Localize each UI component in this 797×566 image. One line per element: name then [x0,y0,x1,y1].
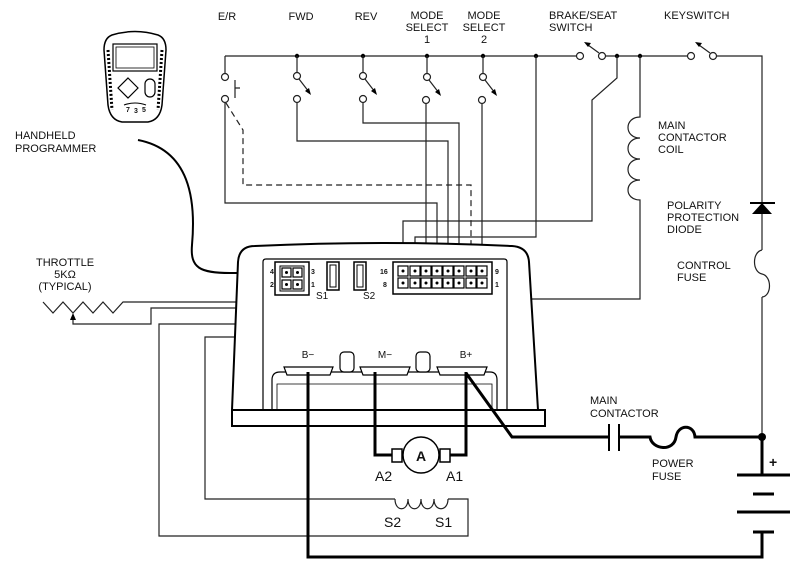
m-minus-terminal [359,366,411,376]
b-minus-label: B− [302,350,315,361]
battery: + [737,454,790,534]
m-minus-label: M− [378,350,392,361]
svg-text:2: 2 [270,282,274,289]
connector-pin-contact [413,269,417,273]
label-a1: A1 [446,468,463,484]
programmer-connector-4pin: 4 3 2 1 [270,261,315,296]
mode-select-2-switch [477,56,497,105]
control-connector-16pin: 16 9 8 1 [380,261,499,295]
connector-pin-contact [469,281,473,285]
connector-pin-contact [401,281,405,285]
connector-pin-contact [446,281,450,285]
connector-pin-contact [480,269,484,273]
control-bus-wire [225,55,763,437]
control-fuse [753,249,771,298]
polarity-protection-diode [750,202,775,214]
programmer-screen [112,43,158,72]
connector-pin-contact [446,269,450,273]
connector-pin-contact [424,269,428,273]
svg-text:S1: S1 [316,291,329,302]
svg-text:1: 1 [311,282,315,289]
handheld-programmer: 7 3 5 [103,30,167,123]
connector-pin-contact [457,269,461,273]
label-s2: S2 [384,514,401,530]
label-fwd: FWD [288,11,313,23]
er-dashed-wire [225,102,472,265]
svg-text:16: 16 [380,269,388,276]
svg-text:4: 4 [270,269,274,276]
motor-controller: 4 3 2 1 S1 S2 16 9 8 1 B− M− B+ [231,242,546,427]
connector-pin-contact [435,269,439,273]
svg-text:1: 1 [495,282,499,289]
main-contactor-coil [447,56,641,300]
rev-switch [358,56,377,104]
connector-pin-contact [401,269,405,273]
s2-connector: S2 [353,261,376,302]
m-minus-cable [373,372,392,457]
connector-pin-contact [457,281,461,285]
label-rev: REV [355,11,378,23]
svg-text:3: 3 [134,108,138,115]
svg-text:3: 3 [311,269,315,276]
s1-connector: S1 [316,261,340,302]
er-switch [220,56,240,104]
b-plus-label: B+ [460,350,473,361]
b-plus-cable [464,372,764,475]
dpad-icon [117,77,139,99]
svg-text:A: A [416,448,426,464]
brake-seat-switch [575,42,607,61]
svg-text:5: 5 [142,107,146,114]
svg-text:7: 7 [126,107,130,114]
fwd-wire [296,103,449,265]
connector-pin-contact [435,281,439,285]
field-winding [394,498,449,510]
rev-wire [362,103,460,265]
mode-select-1-switch [421,56,441,105]
label-a2: A2 [375,468,392,484]
svg-text:S2: S2 [363,291,376,302]
label-keyswitch: KEYSWITCH [664,10,729,22]
b-minus-terminal [283,366,334,376]
svg-text:9: 9 [495,269,499,276]
throttle-potentiometer [42,285,416,314]
motor-armature: A [391,436,451,474]
label-er: E/R [218,11,236,23]
main-contactor [608,424,620,451]
connector-pin-contact [480,281,484,285]
connector-pin-contact [469,269,473,273]
b-plus-terminal [436,366,488,376]
connector-pin-contact [424,281,428,285]
svg-text:8: 8 [383,282,387,289]
brake-wire [402,56,618,265]
programmer-cable [137,139,283,274]
er-wire [224,103,438,265]
b-minus-cable [306,372,764,559]
connector-pin-contact [413,281,417,285]
wiper-arrow-icon [70,313,76,320]
a1-cable [450,372,468,457]
keyswitch [686,42,718,61]
fwd-switch [292,56,311,104]
junction-node [758,433,766,441]
label-s1: S1 [435,514,452,530]
bus-feed-wire [414,56,537,265]
battery-plus-label: + [769,454,777,470]
